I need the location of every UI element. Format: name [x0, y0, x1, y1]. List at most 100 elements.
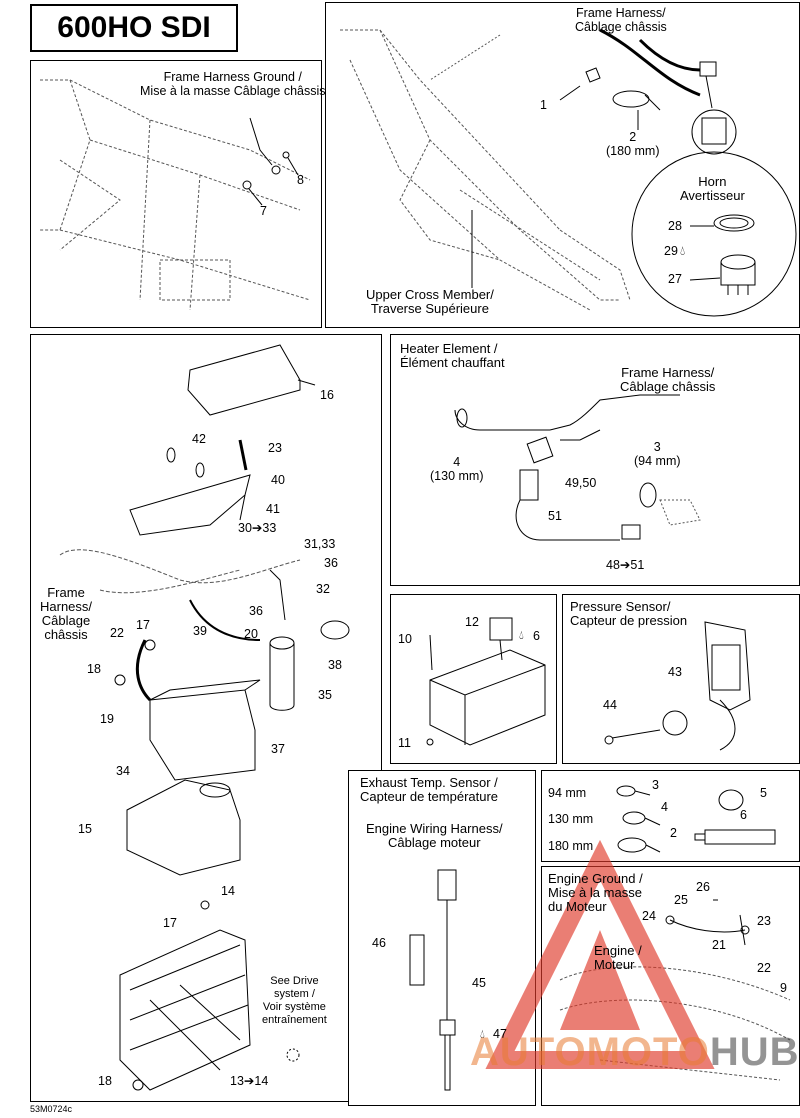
callout-10: 10 — [398, 632, 412, 646]
battery-icon — [149, 689, 256, 781]
callout-9: 9 — [780, 981, 787, 995]
callout-42: 42 — [192, 432, 206, 446]
callout-45: 45 — [472, 976, 486, 990]
clamp-icon — [612, 90, 650, 108]
panel-battery — [30, 334, 382, 1102]
frame-drawing — [40, 79, 311, 311]
callout-18a: 18 — [87, 662, 101, 676]
battery-cover — [187, 344, 301, 416]
callout-18b: 18 — [98, 1074, 112, 1088]
callout-17b: 17 — [163, 916, 177, 930]
drop-icon-2: 💧︎ — [519, 628, 524, 642]
callout-6a: 6 — [533, 629, 540, 643]
callout-44: 44 — [603, 698, 617, 712]
page-title: 600HO SDI — [30, 4, 238, 52]
callout-16: 16 — [320, 388, 334, 402]
callout-13-14: 13➔14 — [230, 1074, 269, 1088]
panel-clamps — [541, 770, 800, 862]
label-engine: Engine /Moteur — [594, 943, 642, 972]
label-engine-wiring-harness: Engine Wiring Harness/Câblage moteur — [366, 821, 503, 850]
callout-39: 39 — [193, 624, 207, 638]
callout-8: 8 — [297, 173, 304, 187]
capacitor-icon — [269, 643, 295, 711]
bracket-plate — [129, 474, 251, 536]
callout-38: 38 — [328, 658, 342, 672]
callout-28: 28 — [668, 219, 682, 233]
callout-22b: 22 — [757, 961, 771, 975]
label-frame-harness-ground: Frame Harness Ground /Mise à la masse Câ… — [140, 70, 326, 98]
callout-4a: 4(130 mm) — [430, 455, 484, 483]
callout-24: 24 — [642, 909, 656, 923]
label-180mm: 180 mm — [548, 839, 594, 853]
callout-15: 15 — [78, 822, 92, 836]
callout-19: 19 — [100, 712, 114, 726]
grease-tube-icon — [704, 829, 776, 845]
callout-4b: 4 — [661, 800, 668, 814]
drop-icon-3: 💧︎ — [480, 1027, 485, 1041]
callout-51: 51 — [548, 509, 562, 523]
callout-40: 40 — [271, 473, 285, 487]
battery-tray-cover — [126, 779, 241, 876]
callout-49-50: 49,50 — [565, 476, 597, 490]
label-frame-harness-heater: Frame Harness/Câblage châssis — [620, 365, 716, 394]
label-pressure-sensor: Pressure Sensor/Capteur de pression — [570, 599, 688, 628]
callout-22a: 22 — [110, 626, 124, 640]
callout-36b: 36 — [249, 604, 263, 618]
callout-29: 29 — [664, 244, 678, 258]
horn-detail-circle — [691, 109, 737, 155]
panel-heater — [390, 334, 800, 586]
label-94mm: 94 mm — [548, 786, 587, 800]
horn-circle — [631, 151, 797, 317]
label-exhaust-temp-sensor: Exhaust Temp. Sensor /Capteur de tempéra… — [360, 775, 499, 804]
callout-25: 25 — [674, 893, 688, 907]
callout-14: 14 — [221, 884, 235, 898]
callout-2: 2(180 mm) — [606, 130, 660, 158]
ground-terminal-icon — [271, 165, 281, 175]
callout-32: 32 — [316, 582, 330, 596]
callout-30-33: 30➔33 — [238, 521, 277, 535]
callout-6b: 6 — [740, 808, 747, 822]
callout-12: 12 — [465, 615, 479, 629]
label-upper-cross-member: Upper Cross Member/Traverse Supérieure — [366, 287, 494, 316]
callout-34: 34 — [116, 764, 130, 778]
callout-21: 21 — [712, 938, 726, 952]
callout-23a: 23 — [268, 441, 282, 455]
sensor-connector-icon — [437, 869, 457, 901]
callout-31-33: 31,33 — [304, 537, 336, 551]
callout-7: 7 — [260, 204, 267, 218]
callout-1: 1 — [540, 98, 547, 112]
washer-icon — [242, 180, 252, 190]
callout-47: 47 — [493, 1027, 507, 1041]
sleeve-icon — [409, 934, 425, 986]
callout-35: 35 — [318, 688, 332, 702]
callout-26: 26 — [696, 880, 710, 894]
callout-17a: 17 — [136, 618, 150, 632]
callout-27: 27 — [668, 272, 682, 286]
pressure-sensor-icon — [704, 621, 751, 711]
watermark-logo: AUTOMOTOHUB — [470, 1030, 800, 1074]
callout-46: 46 — [372, 936, 386, 950]
drop-icon: 💧︎ — [680, 243, 686, 258]
drawing-code: 53M0724c — [30, 1104, 73, 1114]
label-130mm: 130 mm — [548, 812, 594, 826]
panel-fuse-box — [390, 594, 557, 764]
callout-23b: 23 — [757, 914, 771, 928]
fuse-box-icon — [429, 649, 546, 746]
callout-43: 43 — [668, 665, 682, 679]
label-frame-harness-top: Frame Harness/Câblage châssis — [575, 6, 667, 34]
watermark-triangle — [485, 839, 715, 1069]
cap-icon — [320, 620, 350, 640]
callout-5: 5 — [760, 786, 767, 800]
callout-36a: 36 — [324, 556, 338, 570]
panel-pressure-sensor — [562, 594, 800, 764]
callout-20: 20 — [244, 627, 258, 641]
horn-bracket-icon — [713, 214, 755, 232]
callout-37: 37 — [271, 742, 285, 756]
screw-icon — [585, 67, 601, 83]
callout-3a: 3(94 mm) — [634, 440, 681, 468]
